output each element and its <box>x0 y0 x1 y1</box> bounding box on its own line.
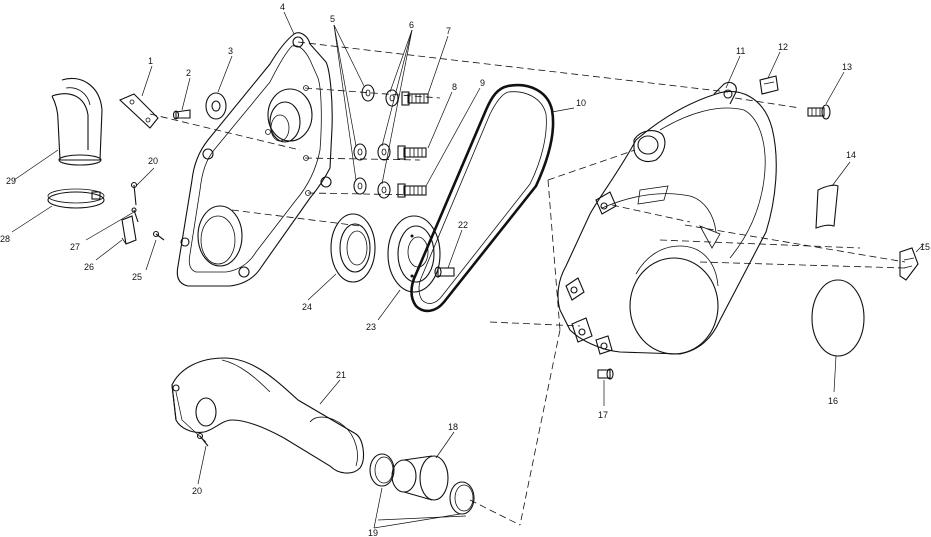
intake-elbow-duct <box>51 77 103 166</box>
callout-28: 28 <box>0 234 10 244</box>
callout-11: 11 <box>736 46 745 56</box>
bracket-26 <box>121 215 137 245</box>
callout-21: 21 <box>336 370 346 380</box>
screw-17 <box>597 368 614 380</box>
fastener-25 <box>152 230 165 241</box>
hose-clamp <box>47 188 105 209</box>
callout-1: 1 <box>148 56 153 66</box>
screw-2 <box>172 109 191 120</box>
bolt-9 <box>397 183 427 198</box>
callout-14: 14 <box>846 150 856 160</box>
gasket-disc-16 <box>811 279 865 357</box>
clamp-19-right <box>449 481 475 515</box>
clamp-19-left <box>369 453 395 487</box>
assembly-center-lines <box>149 41 906 526</box>
callout-29: 29 <box>6 176 16 186</box>
callout-17: 17 <box>598 410 608 420</box>
callout-19: 19 <box>368 528 378 537</box>
callout-18: 18 <box>448 422 458 432</box>
callout-15: 15 <box>920 242 930 252</box>
seal-24 <box>330 213 376 283</box>
bearing-23 <box>387 215 441 293</box>
callout-5: 5 <box>330 14 335 24</box>
label-14 <box>815 184 839 229</box>
callout-13: 13 <box>842 62 852 72</box>
bolt-7 <box>401 91 429 106</box>
washers-6 <box>377 89 399 199</box>
diamond-decal-15 <box>899 247 919 281</box>
callout-3: 3 <box>228 46 233 56</box>
bolt-8 <box>397 145 427 160</box>
callout-26: 26 <box>84 262 94 272</box>
callout-12: 12 <box>778 42 788 52</box>
exhaust-duct-hose <box>171 357 365 474</box>
decal-12 <box>759 75 779 95</box>
inner-cover-backplate <box>176 32 333 287</box>
drive-belt <box>410 83 555 313</box>
spacer-3 <box>205 92 227 120</box>
callout-9: 9 <box>480 78 485 88</box>
callout-27: 27 <box>70 242 80 252</box>
callout-20-lower: 20 <box>192 486 202 496</box>
callout-22: 22 <box>458 220 468 230</box>
callout-16: 16 <box>828 396 838 406</box>
callout-20-upper: 20 <box>148 156 158 166</box>
callout-23: 23 <box>366 322 376 332</box>
mounting-bracket <box>119 93 159 129</box>
washers-5 <box>353 84 375 195</box>
coupler-sleeve-18 <box>391 455 449 501</box>
callout-6: 6 <box>409 20 414 30</box>
callout-2: 2 <box>186 68 191 78</box>
clip-20-upper <box>130 181 138 206</box>
callout-25: 25 <box>132 272 142 282</box>
callout-7: 7 <box>446 26 451 36</box>
callout-10: 10 <box>576 98 586 108</box>
callout-4: 4 <box>280 2 285 12</box>
leader-lines <box>11 11 925 529</box>
outer-clutch-cover <box>557 81 777 355</box>
screw-13 <box>807 104 831 120</box>
callout-8: 8 <box>452 82 457 92</box>
callout-24: 24 <box>302 302 312 312</box>
